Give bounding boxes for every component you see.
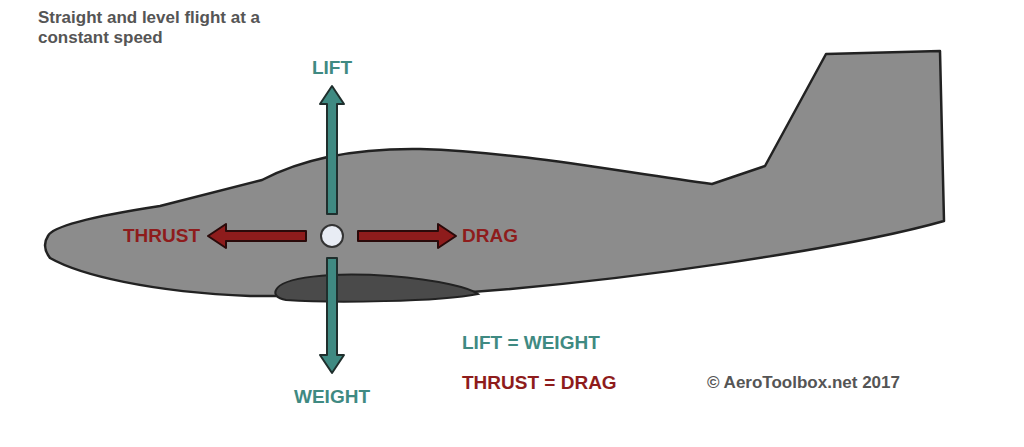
weight-arrow <box>320 258 344 373</box>
airplane-silhouette <box>45 51 944 296</box>
drag-arrow <box>358 224 456 248</box>
diagram-title: Straight and level flight at a constant … <box>38 8 328 49</box>
equation: LIFT = WEIGHT <box>462 332 600 355</box>
copyright-note: © AeroToolbox.net 2017 <box>707 373 900 393</box>
thrust-arrow <box>208 224 306 248</box>
force-label: THRUST <box>123 225 200 248</box>
wing-shape <box>275 275 478 302</box>
force-label: LIFT <box>312 57 352 80</box>
center-of-gravity <box>321 225 343 247</box>
force-label: DRAG <box>462 225 518 248</box>
lift-arrow <box>320 86 344 214</box>
force-label: WEIGHT <box>294 386 370 409</box>
equation: THRUST = DRAG <box>462 372 617 395</box>
